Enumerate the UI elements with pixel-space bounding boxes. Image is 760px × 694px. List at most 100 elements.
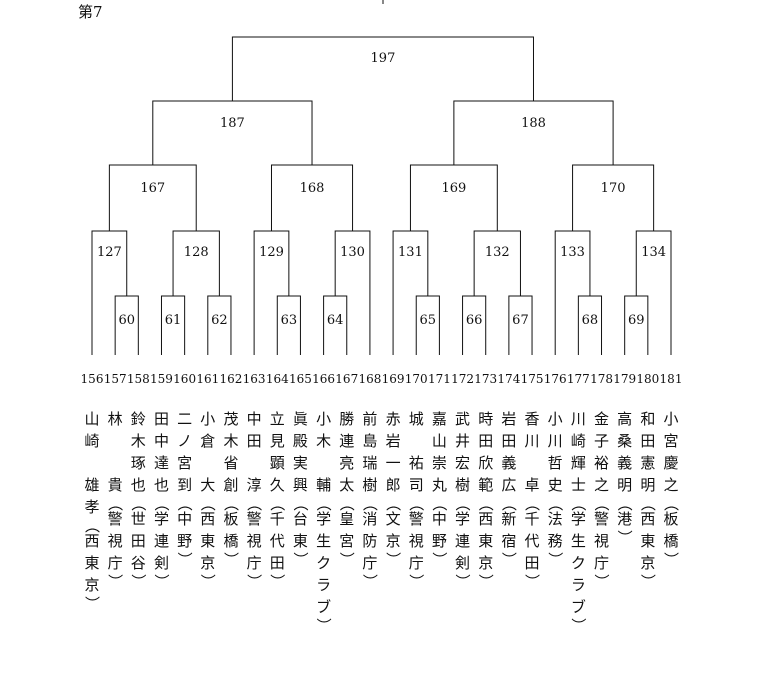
- player-entry: 茂木省創 （板橋）: [221, 408, 241, 567]
- match-number: 65: [420, 313, 437, 328]
- player-name: 山崎 雄孝: [84, 410, 100, 516]
- player-name: 高桑義明: [617, 410, 633, 494]
- player-name: 二ノ宮到: [177, 410, 193, 494]
- player-org: （板橋）: [221, 496, 240, 567]
- match-number: 167: [140, 181, 165, 196]
- player-org: （警視庁）: [106, 496, 125, 589]
- player-entry: 前島瑞樹 （消防庁）: [360, 408, 380, 589]
- player-entry: 小川哲史 （法務）: [545, 408, 565, 567]
- player-entry: 立見顕久 （千代田）: [267, 408, 287, 589]
- match-number: 170: [601, 181, 626, 196]
- player-entry: 小木 輔 （学生クラブ）: [314, 408, 334, 633]
- seed-number: 169: [382, 372, 405, 386]
- player-name: 勝連亮太: [339, 410, 355, 494]
- seed-number: 168: [358, 372, 381, 386]
- player-name: 香川 卓: [524, 410, 540, 494]
- round3-bracket: [108, 164, 197, 231]
- match-number: 68: [582, 313, 599, 328]
- player-org: （消防庁）: [360, 496, 379, 589]
- round3-bracket: [409, 164, 498, 231]
- match-number: 133: [560, 245, 585, 260]
- player-name: 林 貴: [107, 410, 123, 494]
- seed-number: 163: [243, 372, 266, 386]
- match-number: 132: [485, 245, 510, 260]
- player-org: （港）: [615, 496, 634, 545]
- match-number: 134: [641, 245, 666, 260]
- seed-number: 158: [127, 372, 150, 386]
- player-name: 和田憲明: [640, 410, 656, 494]
- player-org: （学連剣）: [152, 496, 171, 589]
- seed-number: 162: [220, 372, 243, 386]
- player-entry: 香川 卓（千代田）: [522, 408, 542, 589]
- player-org: （警視庁）: [407, 496, 426, 589]
- round4-bracket: [453, 100, 614, 165]
- player-name: 金子裕之: [594, 410, 610, 494]
- seed-number: 175: [521, 372, 544, 386]
- final-bracket: [231, 36, 534, 101]
- match-number: 188: [521, 116, 546, 131]
- seed-number: 178: [590, 372, 613, 386]
- player-org: （板橋）: [662, 496, 680, 567]
- player-name: 立見顕久: [269, 410, 285, 494]
- match-number: 63: [281, 313, 298, 328]
- seed-number: 160: [173, 372, 196, 386]
- match-number: 64: [327, 313, 344, 328]
- player-name: 小木 輔: [316, 410, 332, 494]
- seed-number: 159: [150, 372, 173, 386]
- seed-number: 157: [104, 372, 127, 386]
- seed-number: 176: [544, 372, 567, 386]
- match-number: 129: [259, 245, 284, 260]
- player-name: 城 祐司: [408, 410, 424, 494]
- player-entry: 小倉 大（西東京）: [198, 408, 218, 589]
- seed-number: 177: [567, 372, 590, 386]
- player-name: 小川哲史: [547, 410, 563, 494]
- player-org: （千代田）: [268, 496, 287, 589]
- seed-number: 166: [312, 372, 335, 386]
- player-entry: 金子裕之 （警視庁）: [592, 408, 612, 589]
- player-name: 嘉山崇丸: [431, 410, 447, 494]
- player-entry: 嘉山崇丸（中野）: [429, 408, 449, 567]
- player-name: 赤岩一郎: [385, 410, 401, 494]
- player-entry: 山崎 雄孝 （西東京）: [82, 408, 102, 611]
- player-entry: 時田欣範（西東京）: [476, 408, 496, 589]
- match-number: 61: [165, 313, 182, 328]
- match-number: 66: [466, 313, 483, 328]
- player-entry: 赤岩一郎 （文京）: [383, 408, 403, 567]
- match-number: 187: [220, 116, 245, 131]
- player-name: 茂木省創: [223, 410, 239, 494]
- seed-number: 172: [451, 372, 474, 386]
- player-name: 小倉 大: [200, 410, 216, 494]
- page-label: 第7: [78, 3, 103, 21]
- seed-number: 181: [660, 372, 683, 386]
- player-org: （西東京）: [83, 518, 101, 611]
- player-entry: 勝連亮太（皇宮）: [337, 408, 357, 567]
- match-number: 69: [628, 313, 645, 328]
- match-number: 197: [371, 51, 396, 66]
- seed-number: 171: [428, 372, 451, 386]
- player-org: （法務）: [546, 496, 565, 567]
- seed-number: 164: [266, 372, 289, 386]
- match-number: 60: [118, 313, 135, 328]
- player-entry: 和田憲明 （西東京）: [638, 408, 658, 589]
- player-org: （文京）: [384, 496, 403, 567]
- player-org: （学生クラブ）: [314, 496, 333, 633]
- player-name: 前島瑞樹: [362, 410, 378, 494]
- seed-number: 161: [196, 372, 219, 386]
- player-name: 時田欣範: [478, 410, 494, 494]
- round4-bracket: [152, 100, 313, 165]
- match-number: 127: [97, 245, 122, 260]
- player-org: （警視庁）: [592, 496, 611, 589]
- seed-number: 174: [497, 372, 520, 386]
- player-name: 武井宏樹: [455, 410, 471, 494]
- player-org: （警視庁）: [245, 496, 264, 589]
- player-name: 眞殿実興: [292, 410, 308, 494]
- seed-number: 156: [81, 372, 104, 386]
- match-number: 62: [211, 313, 228, 328]
- match-number: 67: [512, 313, 529, 328]
- player-org: （西東京）: [638, 496, 657, 589]
- player-name: 鈴木琢也: [130, 410, 146, 494]
- round3-bracket: [572, 164, 655, 231]
- player-org: （学連剣）: [453, 496, 472, 589]
- round3-bracket: [270, 164, 354, 231]
